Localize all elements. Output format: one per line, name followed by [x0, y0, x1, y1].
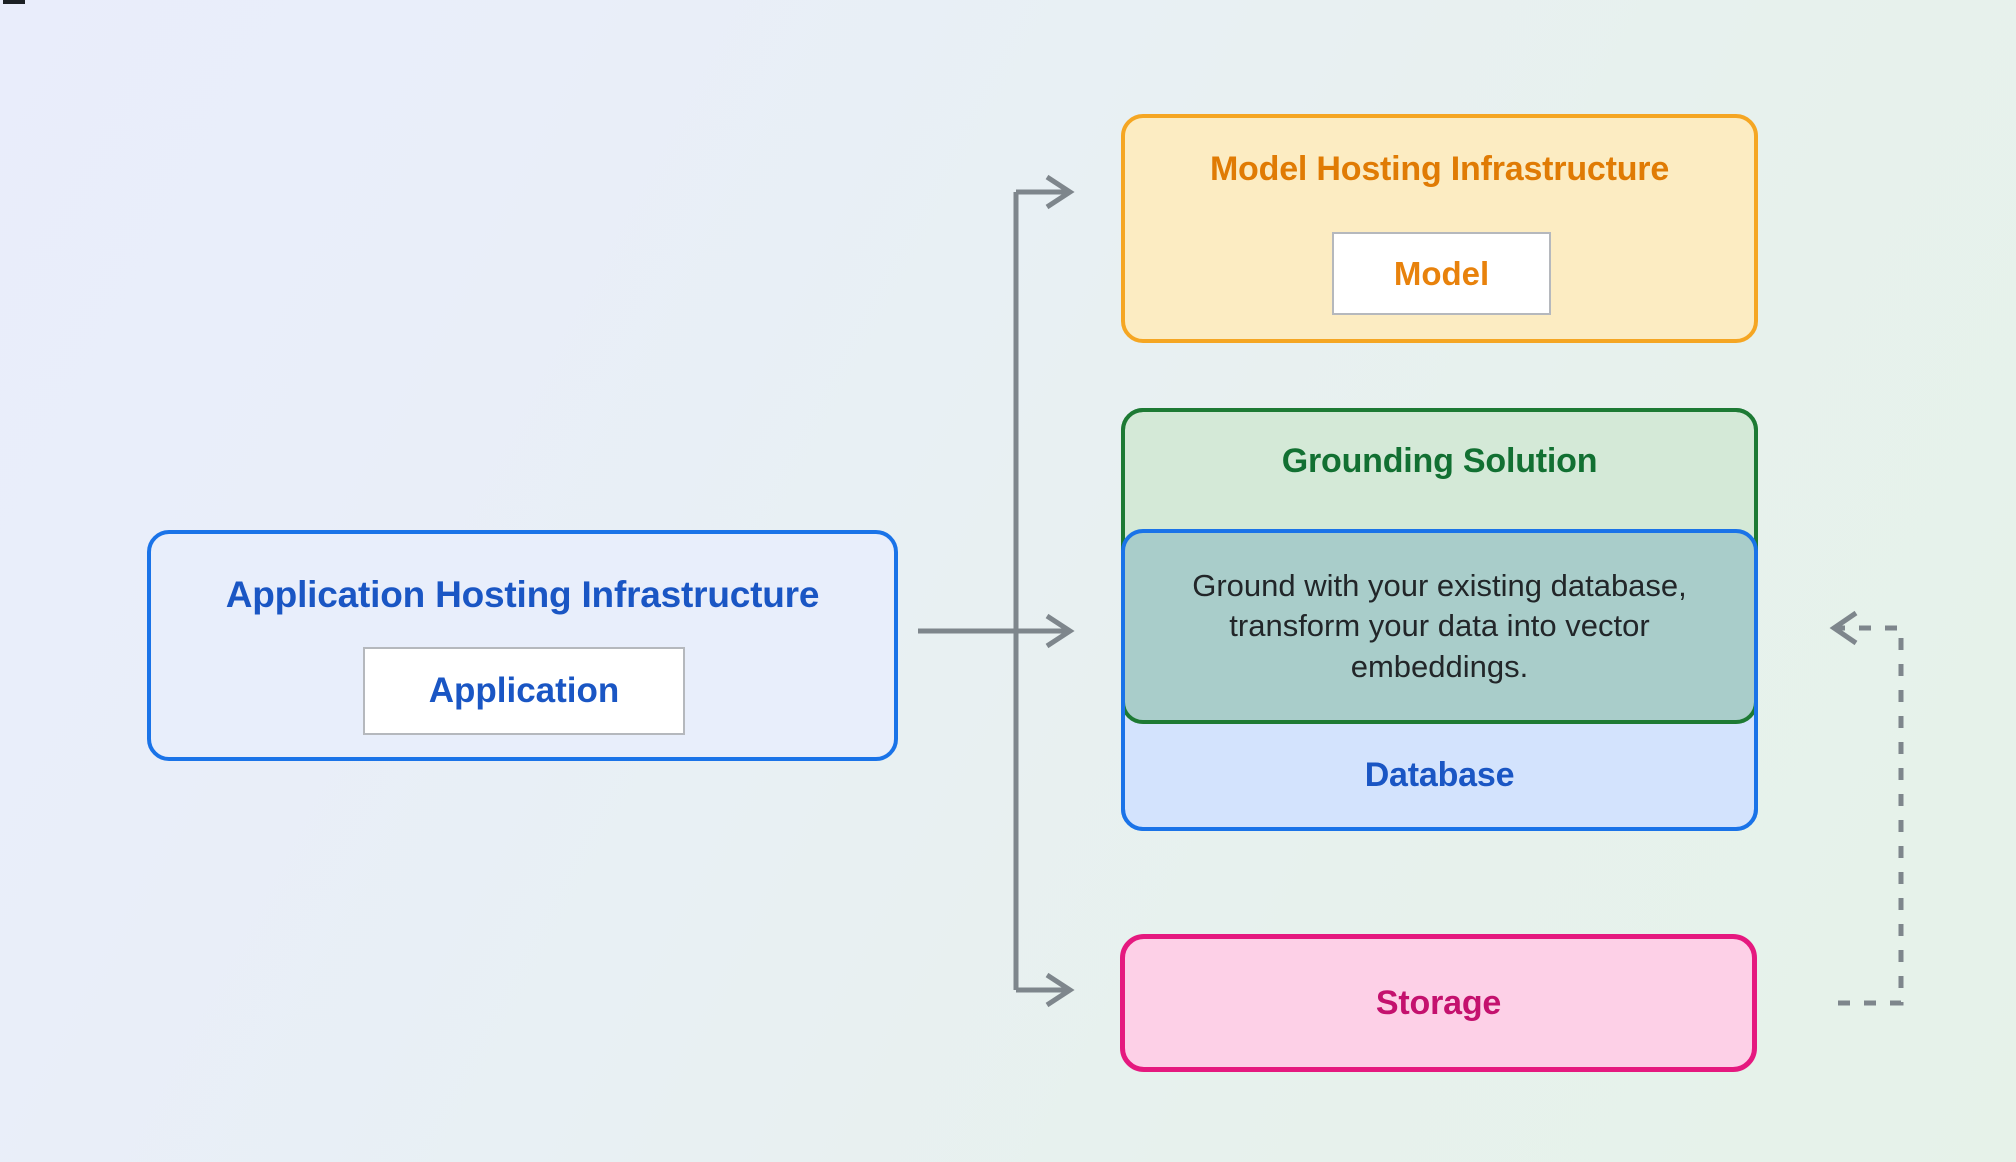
storage-title: Storage [1375, 983, 1502, 1022]
storage-box[interactable]: Storage [1120, 934, 1757, 1072]
model-chip[interactable]: Model [1332, 232, 1551, 315]
database-title: Database [1364, 756, 1515, 794]
corner-artifact-mark [3, 0, 25, 4]
arrowhead-model-hosting [1045, 174, 1075, 210]
grounding-solution-box[interactable]: Grounding Solution [1121, 408, 1758, 724]
arrowhead-storage [1045, 972, 1075, 1008]
arrowhead-database-return [1829, 610, 1858, 646]
application-chip[interactable]: Application [363, 647, 685, 735]
application-hosting-infrastructure-box[interactable]: Application Hosting Infrastructure Appli… [147, 530, 898, 761]
grounding-solution-title: Grounding Solution [1281, 442, 1598, 480]
model-hosting-infrastructure-title: Model Hosting Infrastructure [1209, 150, 1670, 188]
arrowhead-grounding [1045, 613, 1075, 649]
application-hosting-infrastructure-title: Application Hosting Infrastructure [225, 574, 820, 615]
model-hosting-infrastructure-box[interactable]: Model Hosting Infrastructure Model [1121, 114, 1758, 343]
connector-storage-to-database-dashed [1838, 625, 1904, 1006]
